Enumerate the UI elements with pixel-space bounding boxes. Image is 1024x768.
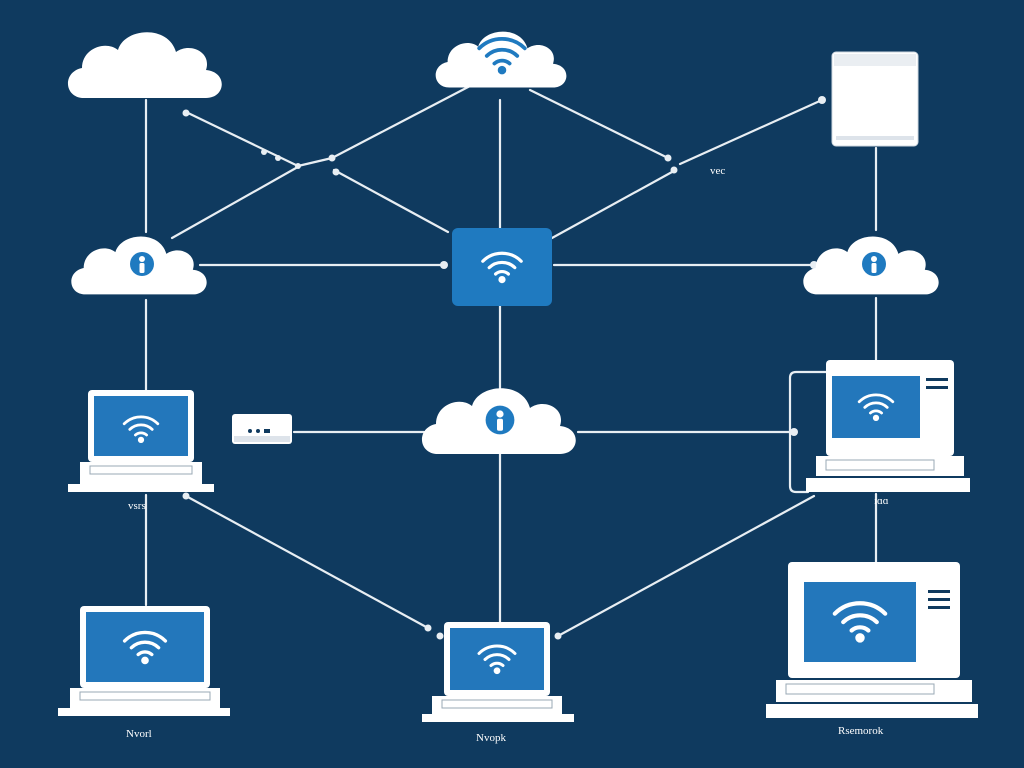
- computer-bottom-right: [766, 562, 978, 718]
- connector-dots: [182, 96, 826, 640]
- label-laptop-left: vsrs: [128, 500, 146, 512]
- label-computer-right: ɪɑɑ: [874, 495, 889, 507]
- cloud-top-left: [67, 32, 222, 98]
- computer-right: [806, 360, 970, 492]
- label-top-right: vec: [710, 165, 725, 177]
- modem-device: [232, 414, 292, 444]
- cloud-middle-right: [803, 236, 939, 295]
- info-pin-icon: [130, 252, 154, 276]
- laptop-bottom-center: [422, 622, 574, 722]
- laptop-left: [68, 390, 214, 492]
- cloud-center: [421, 388, 576, 454]
- cloud-middle-left: [71, 236, 207, 295]
- server-top-right: [831, 51, 919, 147]
- connection-lines: [144, 84, 878, 638]
- laptop-bottom-left: [58, 606, 230, 716]
- info-pin-icon: [485, 405, 515, 435]
- label-bottom-center: Nvopk: [476, 732, 506, 744]
- cloud-top-center-wifi: [435, 31, 567, 88]
- info-pin-icon: [862, 252, 886, 276]
- label-bottom-right: Rsemorok: [838, 725, 884, 737]
- label-bottom-left: Nvorl: [126, 728, 152, 740]
- central-router: [452, 228, 552, 306]
